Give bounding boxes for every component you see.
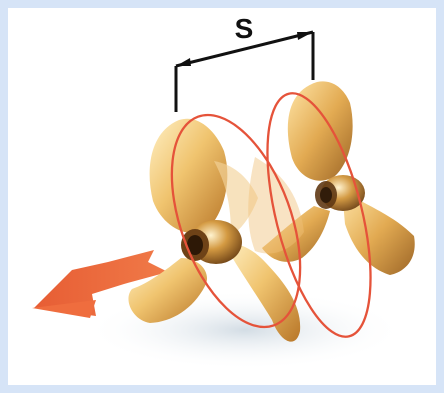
spacing-label: S [235,13,254,44]
spacing-dimension [176,32,313,112]
blade-overlap [248,157,304,254]
